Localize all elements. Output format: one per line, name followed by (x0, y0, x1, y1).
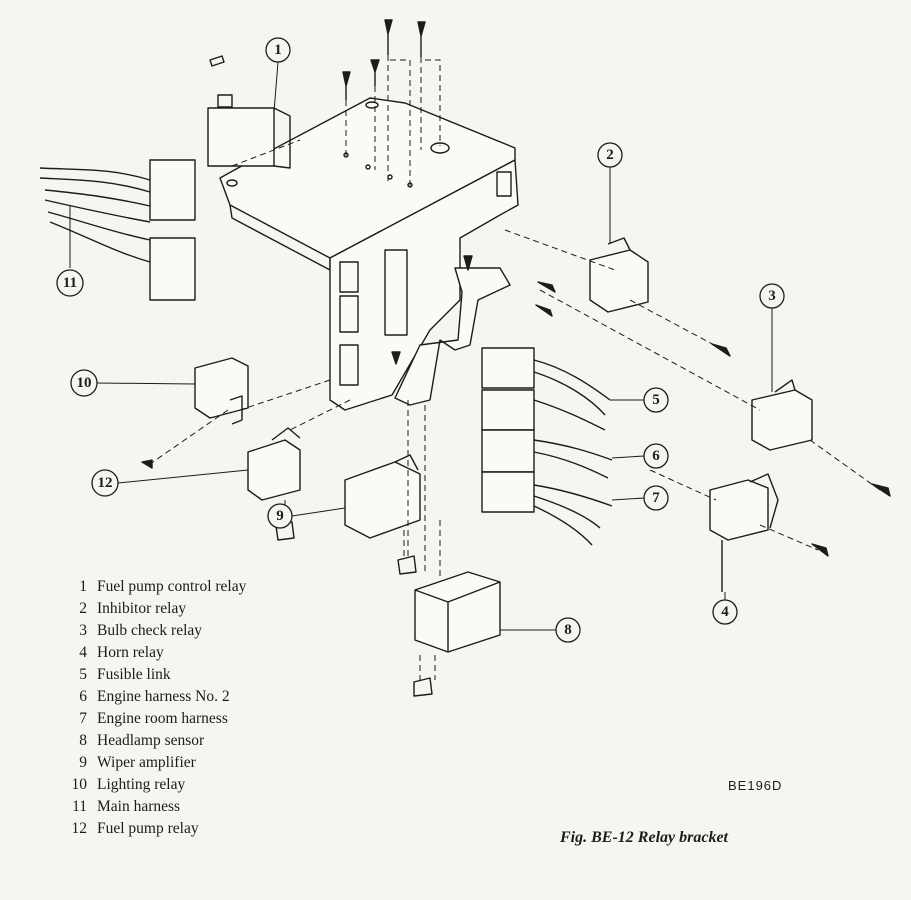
fusible-link (481, 347, 611, 431)
figure-code: BE196D (728, 778, 783, 793)
inhibitor-relay (589, 237, 649, 313)
callout-7: 7 (643, 485, 669, 511)
callout-12: 12 (91, 469, 119, 497)
bracket-vertical-plate (329, 159, 519, 411)
svg-text:5: 5 (652, 392, 660, 408)
engine-room-harness (481, 471, 613, 546)
svg-text:7: 7 (652, 490, 660, 506)
engine-harness-no-2 (481, 429, 613, 479)
wiper-amplifier (344, 454, 421, 575)
callout-6: 6 (643, 443, 669, 469)
svg-text:2: 2 (606, 147, 614, 163)
svg-text:4: 4 (721, 604, 729, 620)
callout-3: 3 (759, 283, 785, 309)
callout-4: 4 (712, 599, 738, 625)
horn-relay (709, 473, 779, 592)
bulb-check-relay (751, 379, 813, 451)
callout-8: 8 (555, 617, 581, 643)
svg-text:3: 3 (768, 288, 776, 304)
svg-text:11: 11 (63, 275, 77, 291)
svg-text:6: 6 (652, 448, 660, 464)
bracket-strap (394, 267, 511, 406)
callout-11: 11 (56, 269, 84, 297)
callout-9: 9 (267, 503, 293, 529)
callout-2: 2 (597, 142, 623, 168)
svg-text:9: 9 (276, 508, 284, 524)
callout-markers: 1 2 3 4 5 6 7 8 9 10 11 12 (56, 37, 785, 643)
svg-text:10: 10 (77, 375, 92, 391)
headlamp-sensor (413, 571, 501, 697)
callout-10: 10 (70, 369, 98, 397)
assembly-guide-lines (149, 55, 881, 680)
callout-1: 1 (265, 37, 291, 63)
lighting-relay (194, 357, 249, 425)
bracket-top-plate (219, 97, 516, 271)
callout-5: 5 (643, 387, 669, 413)
svg-text:12: 12 (98, 475, 113, 491)
svg-text:1: 1 (274, 42, 282, 58)
leader-lines (69, 61, 773, 631)
figure-caption: Fig. BE-12 Relay bracket (560, 829, 728, 846)
main-harness (39, 159, 196, 301)
svg-text:8: 8 (564, 622, 572, 638)
fuel-pump-control-relay (207, 55, 291, 169)
